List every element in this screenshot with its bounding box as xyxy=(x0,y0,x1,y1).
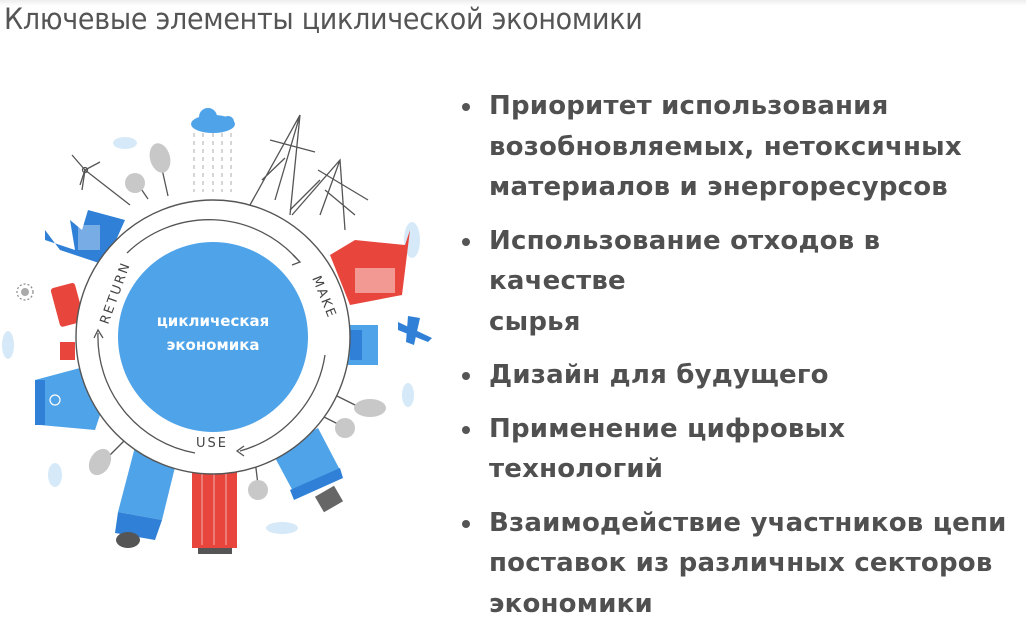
red-factory-icon xyxy=(330,230,410,305)
bullet-item: Применение цифровых технологий xyxy=(460,409,1020,490)
bullet-list: Приоритет использования возобновляемых, … xyxy=(460,86,1020,637)
bullet-dot-icon xyxy=(462,519,470,528)
cycle-arrows xyxy=(93,219,326,457)
bullet-line: сырья xyxy=(489,306,581,337)
bullet-line: Взаимодействие участников цепи xyxy=(489,507,1007,538)
bullet-line: возобновляемых, нетоксичных xyxy=(489,131,962,162)
ring-label-use: USE xyxy=(196,436,228,451)
bullet-dot-icon xyxy=(462,103,470,111)
bullet-dot-icon xyxy=(462,425,470,434)
solar-panel-icon xyxy=(314,485,344,513)
bullet-item: Приоритет использования возобновляемых, … xyxy=(460,86,1020,208)
sun-icon xyxy=(16,283,34,301)
bullet-dot-icon xyxy=(462,372,470,380)
blue-factory-icon xyxy=(45,210,125,265)
wind-turbine-icon xyxy=(71,154,101,191)
garbage-truck-icon xyxy=(50,282,85,360)
top-shadow xyxy=(0,0,1026,6)
bullet-line: Приоритет использования xyxy=(489,91,889,121)
red-tower-icon xyxy=(192,468,237,554)
bullet-dot-icon xyxy=(462,237,470,246)
airplane-icon xyxy=(398,316,432,345)
bullet-line: материалов и энергоресурсов xyxy=(489,172,948,202)
bullet-item: Использование отходов в качестве сырья xyxy=(460,221,1020,343)
power-pylon-icon xyxy=(249,114,369,231)
slide-title: Ключевые элементы циклической экономики xyxy=(4,2,643,36)
bullet-line: поставок из различных секторов xyxy=(489,548,993,578)
bullet-line: экономики xyxy=(489,588,653,619)
center-label-line2: экономика xyxy=(166,336,259,354)
bullet-item: Дизайн для будущего xyxy=(460,355,1020,396)
center-circle xyxy=(118,242,308,432)
center-label-line1: циклическая xyxy=(157,312,270,330)
cloud-rain-icon xyxy=(191,108,235,192)
bullet-line: Использование отходов в качестве xyxy=(489,225,881,297)
bullet-line: Дизайн для будущего xyxy=(489,360,829,390)
bullet-line: Применение цифровых технологий xyxy=(489,413,846,485)
bullet-item: Взаимодействие участников цепи поставок … xyxy=(460,503,1020,625)
circular-economy-diagram: RETURN MAKE USE циклическая экономика xyxy=(2,108,432,554)
tree-icons xyxy=(88,143,386,500)
background-clouds xyxy=(2,137,420,534)
delivery-truck-icon xyxy=(348,325,378,365)
